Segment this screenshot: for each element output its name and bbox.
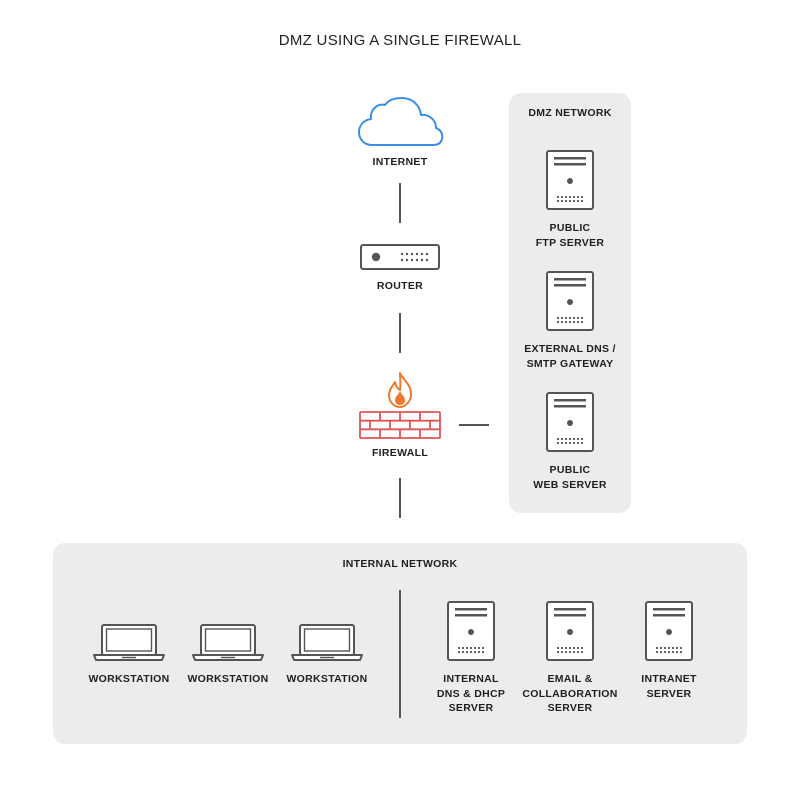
dmz-server-label: EXTERNAL DNS / SMTP GATEWAY xyxy=(509,342,631,371)
router-label: ROUTER xyxy=(376,280,424,292)
internal-server-label-line3: SERVER xyxy=(547,702,593,714)
dmz-server-label-line1: EXTERNAL DNS / xyxy=(524,343,616,355)
internal-server-label-line1: EMAIL & xyxy=(547,673,593,685)
server-icon xyxy=(447,601,495,661)
router-icon xyxy=(360,244,440,270)
internet-label: INTERNET xyxy=(372,156,428,168)
dmz-server-label-line2: WEB SERVER xyxy=(533,478,607,491)
server-icon xyxy=(546,392,594,452)
workstation-label: WORKSTATION xyxy=(286,673,368,685)
workstation-label: WORKSTATION xyxy=(88,673,170,685)
dmz-server-label-line2: SMTP GATEWAY xyxy=(526,357,614,370)
internal-server-label-line3: SERVER xyxy=(448,702,494,714)
dmz-server-label-line1: PUBLIC xyxy=(549,222,591,234)
internal-server-label-line2: COLLABORATION xyxy=(522,687,618,700)
workstation-label: WORKSTATION xyxy=(187,673,269,685)
laptop-icon xyxy=(192,624,264,661)
server-icon xyxy=(645,601,693,661)
internal-server-label-line2: SERVER xyxy=(646,687,692,700)
internal-server-label-line2: DNS & DHCP xyxy=(436,687,506,700)
dmz-server-label: PUBLIC WEB SERVER xyxy=(509,463,631,492)
dmz-server-label-line2: FTP SERVER xyxy=(535,236,605,249)
cloud-icon xyxy=(358,97,444,146)
firewall-label: FIREWALL xyxy=(371,447,429,459)
internal-network-title: INTERNAL NETWORK xyxy=(342,558,458,570)
internet-router-link xyxy=(399,183,401,223)
server-icon xyxy=(546,271,594,331)
dmz-network-title: DMZ NETWORK xyxy=(528,107,612,119)
firewall-dmz-link xyxy=(459,424,489,426)
firewall-internal-link xyxy=(399,478,401,518)
internal-server-label-line1: INTRANET xyxy=(641,673,697,685)
dmz-server-label: PUBLIC FTP SERVER xyxy=(509,221,631,250)
firewall-icon xyxy=(359,372,441,439)
laptop-icon xyxy=(93,624,165,661)
diagram-title: DMZ USING A SINGLE FIREWALL xyxy=(278,32,522,49)
internal-server-label-line1: INTERNAL xyxy=(443,673,499,685)
server-icon xyxy=(546,601,594,661)
internal-server-label: EMAIL & COLLABORATION SERVER xyxy=(510,672,630,716)
internal-divider xyxy=(399,590,401,718)
router-firewall-link xyxy=(399,313,401,353)
internal-server-label: INTRANET SERVER xyxy=(609,672,729,701)
internal-server-label: INTERNAL DNS & DHCP SERVER xyxy=(411,672,531,716)
laptop-icon xyxy=(291,624,363,661)
server-icon xyxy=(546,150,594,210)
dmz-server-label-line1: PUBLIC xyxy=(549,464,591,476)
